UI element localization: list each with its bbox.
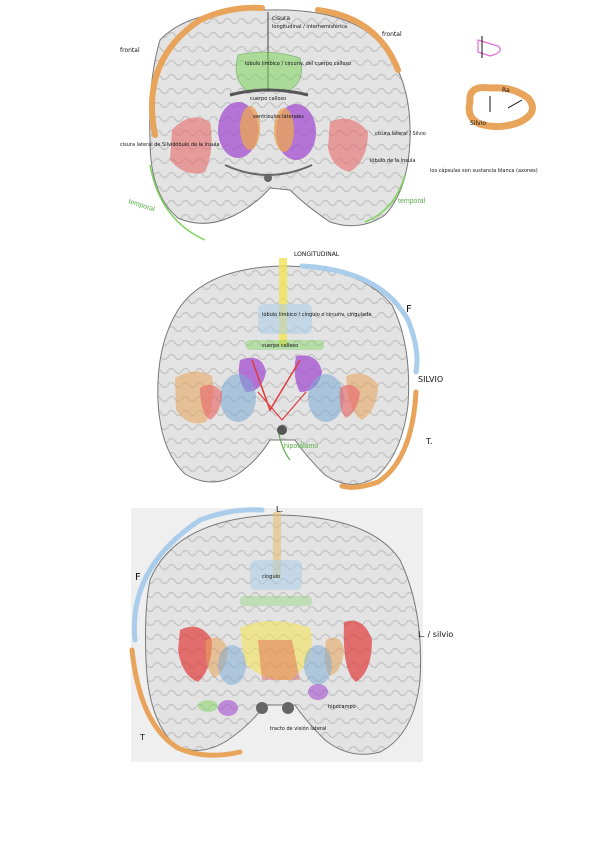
label-F-3: F: [135, 572, 141, 583]
label-capsule-note: los cápsulas son sustancia blanca (axone…: [430, 167, 538, 174]
temporal-arc-3: [129, 647, 243, 758]
label-limbic-1: lóbulo límbico / circunv. del cuerpo cal…: [245, 60, 351, 67]
label-T-3: T: [139, 733, 145, 742]
frontal-arc-2: [299, 263, 420, 375]
label-silvio-3: L. / silvio: [418, 630, 453, 639]
label-hippocampus: hipocampo: [328, 704, 356, 710]
frontal-arc-left: [149, 4, 265, 138]
label-frontal-right: frontal: [382, 31, 402, 38]
orientation-diagram: Silvio Ra: [465, 36, 536, 131]
diagram-silvio: Silvio: [470, 120, 486, 127]
corpus-callosum-1: [229, 88, 309, 97]
temporal-arc-right: [364, 174, 406, 223]
temporal-arc-left: [149, 164, 206, 241]
label-T-2: T.: [425, 437, 432, 446]
corpus-callosum-2: [246, 340, 324, 350]
label-ventricles-1: ventrículos laterales: [253, 113, 304, 120]
coronal-slice-1: frontal frontal cisura longitudinal / in…: [120, 4, 538, 241]
limbic-region-3: [250, 560, 302, 590]
temporal-arc-2: [339, 389, 419, 490]
limbic-region-2: [258, 304, 312, 334]
label-visual-tract: tracto de visión lateral: [270, 725, 326, 732]
label-longitudinal: LONGITUDINAL: [294, 251, 340, 258]
label-silvio-2: SILVIO: [418, 375, 443, 384]
label-lateral-fissure-right: cisura lateral / Silvio: [375, 131, 426, 137]
label-limbic-2: lóbulo límbico / cíngulo o circunv. cing…: [262, 311, 371, 318]
insula-left-1: [170, 117, 212, 174]
label-cingulum: cíngulo: [262, 573, 280, 580]
insula-right-1: [328, 118, 368, 172]
caudate-left-1: [240, 106, 260, 150]
label-cisura: cisura: [272, 15, 290, 22]
diagram-ra: Ra: [502, 87, 510, 94]
label-cisura-sub: longitudinal / interhemisférica: [272, 23, 347, 30]
label-hypothalamus: hipotálamo: [284, 443, 318, 450]
label-L-3: L.: [276, 505, 283, 514]
coronal-slice-2: LONGITUDINAL lóbulo límbico / cíngulo o …: [157, 251, 443, 490]
label-frontal-left: frontal: [120, 47, 140, 54]
coronal-slice-3: L. F T L. / silvio cíngulo hipocampo tra…: [129, 505, 453, 762]
caudate-right-1: [274, 108, 294, 152]
label-temporal-left: temporal: [127, 198, 155, 213]
label-temporal-right: temporal: [398, 198, 426, 205]
label-lateral-fissure-left: cisura lateral de Silvio: [120, 142, 175, 148]
longitudinal-fissure-2: [279, 258, 287, 346]
label-corpus-callosum-2: cuerpo calloso: [262, 343, 298, 349]
label-corpus-callosum-1: cuerpo calloso: [250, 96, 286, 102]
label-insula-right: lóbulo de la ínsula: [370, 157, 416, 164]
label-insula-left: lóbulo de la ínsula: [174, 141, 220, 148]
limbic-region-1: [235, 51, 303, 91]
frontal-arc-3: [131, 507, 265, 643]
label-F-2: F: [406, 304, 412, 315]
frontal-arc-right: [315, 7, 401, 73]
